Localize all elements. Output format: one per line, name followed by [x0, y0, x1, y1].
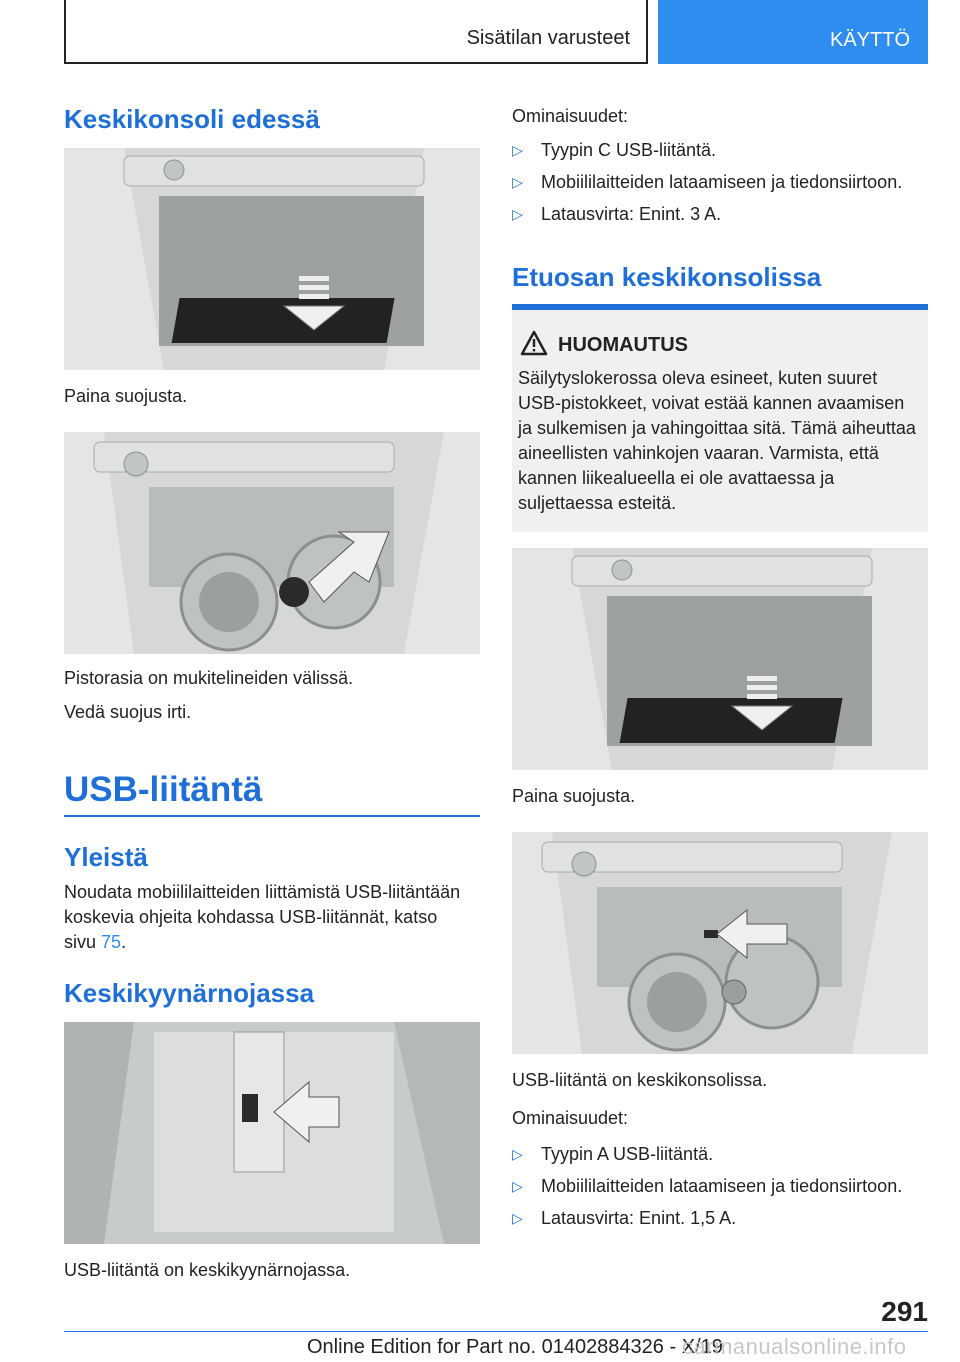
- header-section-title: Sisätilan varusteet: [466, 27, 630, 49]
- header-chapter-label: KÄYTTÖ: [829, 29, 910, 51]
- header-section-box: Sisätilan varusteet: [64, 0, 648, 64]
- caption-socket-location: Pistorasia on mukitelineiden välissä.: [64, 668, 354, 688]
- triangle-bullet-icon: ▷: [512, 174, 523, 190]
- heading-general: Yleistä: [64, 842, 148, 872]
- heading-armrest: Keskikyynärnojassa: [64, 978, 315, 1008]
- caption-console-usb: USB-liitäntä on keskikonsolissa.: [512, 1070, 768, 1090]
- page-number: 291: [881, 1296, 928, 1327]
- watermark: carmanualsonline.info: [682, 1334, 907, 1359]
- triangle-bullet-icon: ▷: [512, 142, 523, 158]
- caption-armrest-usb: USB-liitäntä on keskikyynärnojassa.: [64, 1260, 351, 1280]
- figure-front-console-usb: [512, 832, 928, 1054]
- features-label-1: Ominaisuudet:: [512, 106, 629, 126]
- general-paragraph: Noudata mobiililaitteiden liittämistä US…: [64, 882, 461, 952]
- page-link-75[interactable]: 75: [101, 932, 122, 952]
- figure-front-console-open: [64, 432, 480, 654]
- warning-triangle-icon: [520, 330, 548, 356]
- triangle-bullet-icon: ▷: [512, 1210, 523, 1226]
- heading-usb-rule: [64, 815, 480, 817]
- heading-front-console: Keskikonsoli edessä: [64, 104, 320, 134]
- header-chapter-tab[interactable]: KÄYTTÖ: [658, 0, 928, 64]
- caption-pull-cover: Vedä suojus irti.: [64, 702, 192, 722]
- notice-title: HUOMAUTUS: [558, 334, 688, 356]
- footer-edition: Online Edition for Part no. 01402884326 …: [307, 1336, 723, 1358]
- caption-press-cover: Paina suojusta.: [64, 386, 188, 406]
- triangle-bullet-icon: ▷: [512, 1146, 523, 1162]
- figure-front-console-closed-2: [512, 548, 928, 770]
- notice-box: HUOMAUTUS Säilytyslokerossa oleva esinee…: [512, 304, 928, 532]
- caption-press-cover-2: Paina suojusta.: [512, 786, 636, 806]
- notice-body: Säilytyslokerossa oleva esineet, kuten s…: [518, 368, 916, 513]
- heading-front-console-usb: Etuosan keskikonsolissa: [512, 262, 822, 292]
- heading-usb: USB-liitäntä: [64, 770, 263, 809]
- triangle-bullet-icon: ▷: [512, 206, 523, 222]
- figure-front-console-closed: [64, 148, 480, 370]
- figure-armrest-usb: [64, 1022, 480, 1244]
- triangle-bullet-icon: ▷: [512, 1178, 523, 1194]
- general-text: Noudata mobiililaitteiden liittämistä US…: [64, 882, 461, 952]
- features-label-2: Ominaisuudet:: [512, 1108, 629, 1128]
- footer-rule: [64, 1331, 928, 1332]
